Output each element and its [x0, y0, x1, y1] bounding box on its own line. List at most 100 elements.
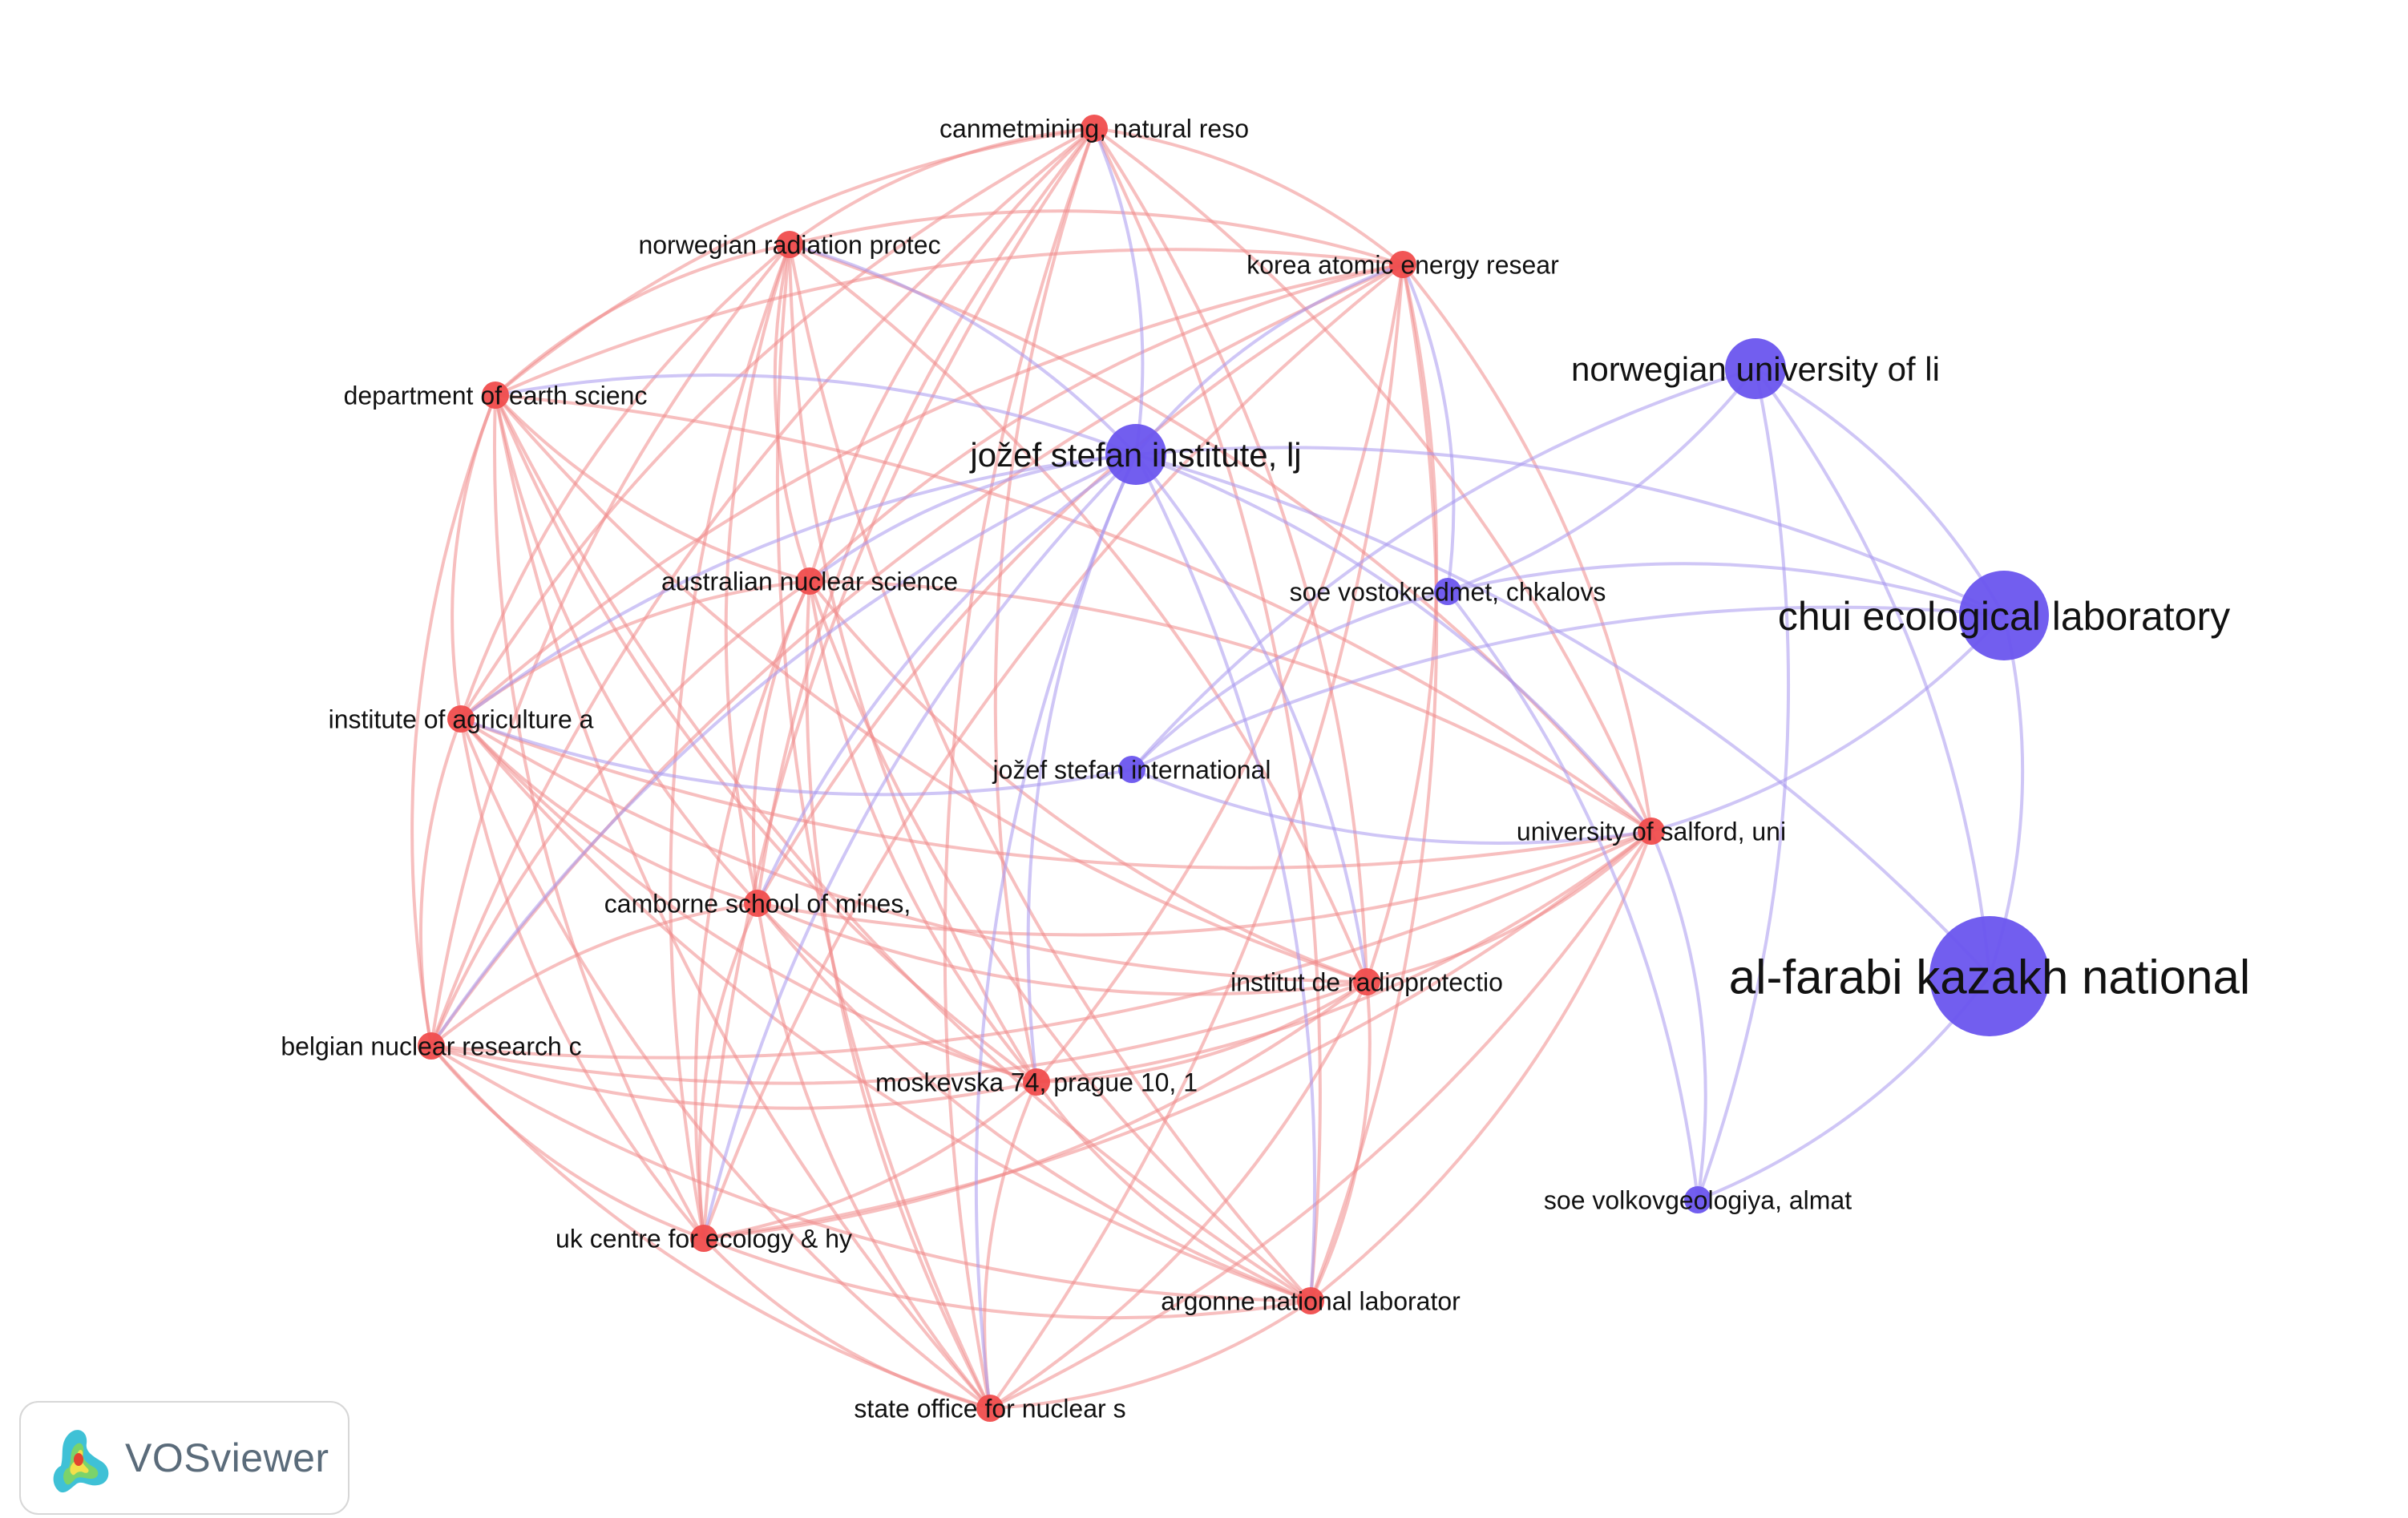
link-119 [1131, 768, 1652, 845]
link-94 [495, 373, 1137, 456]
link-104 [430, 453, 1137, 1048]
node-ukceh[interactable] [690, 1225, 717, 1252]
link-110 [1130, 367, 1756, 771]
link-4 [459, 127, 1095, 721]
link-11 [1093, 127, 1322, 1302]
link-100 [702, 453, 1137, 1239]
node-camborne[interactable] [744, 890, 771, 917]
link-6 [756, 127, 1096, 904]
node-label-chui: chui ecological laboratory [1778, 594, 2230, 639]
link-86 [1035, 1080, 1311, 1302]
node-label-ansto: australian nuclear science [661, 567, 958, 596]
node-chui[interactable] [1959, 571, 2049, 660]
node-label-dept: department of earth scienc [344, 382, 648, 410]
link-81 [430, 1044, 1037, 1110]
link-1 [1093, 127, 1404, 266]
vosviewer-logo-icon [53, 1430, 109, 1493]
link-108 [1754, 367, 1991, 977]
link-layer [410, 127, 2025, 1410]
node-dept[interactable] [482, 382, 509, 409]
link-96 [459, 453, 1137, 721]
link-22 [669, 244, 791, 1239]
link-70 [757, 902, 1368, 996]
link-75 [756, 902, 992, 1410]
node-inst_agri[interactable] [447, 705, 475, 733]
link-64 [1366, 830, 1653, 983]
link-65 [430, 830, 1652, 1060]
link-43 [492, 394, 705, 1239]
link-23 [788, 244, 1312, 1302]
link-66 [1036, 830, 1653, 1084]
link-0 [788, 127, 1095, 246]
link-111 [1696, 368, 1791, 1201]
link-120 [460, 717, 1133, 797]
link-60 [459, 718, 705, 1240]
node-label-nmbu: norwegian university of li [1571, 350, 1940, 388]
link-73 [697, 902, 759, 1239]
link-29 [756, 263, 1404, 904]
node-label-irsn: institut de radioprotectio [1230, 968, 1503, 997]
link-77 [1036, 980, 1368, 1084]
link-41 [410, 394, 497, 1047]
node-moskevska[interactable] [1023, 1068, 1050, 1096]
link-50 [430, 579, 811, 1047]
link-24 [775, 244, 992, 1409]
node-norad[interactable] [776, 231, 803, 258]
link-19 [788, 243, 1368, 983]
link-103 [1135, 453, 1653, 833]
node-jsi[interactable] [1105, 424, 1166, 485]
link-115 [1131, 605, 2005, 771]
link-9 [993, 127, 1096, 1083]
node-sujb[interactable] [976, 1395, 1004, 1422]
link-68 [1309, 830, 1653, 1302]
node-soevost[interactable] [1434, 578, 1461, 605]
link-42 [494, 394, 1038, 1084]
link-16 [459, 243, 791, 720]
node-jsint[interactable] [1118, 756, 1145, 783]
link-113 [1447, 562, 2005, 617]
node-nmbu[interactable] [1725, 338, 1786, 399]
link-15 [773, 244, 811, 582]
link-109 [1447, 367, 1757, 593]
node-alfarabi[interactable] [1929, 916, 2050, 1036]
link-78 [703, 980, 1368, 1240]
link-49 [808, 579, 1368, 983]
node-label-alfarabi: al-farabi kazakh national [1729, 951, 2250, 1004]
node-label-jsint: jožef stefan international [992, 756, 1271, 785]
link-37 [450, 394, 497, 720]
node-label-belgian: belgian nuclear research c [281, 1032, 581, 1061]
link-76 [430, 980, 1368, 1085]
link-80 [988, 981, 1368, 1410]
node-label-inst_agri: institute of agriculture a [329, 705, 594, 734]
link-13 [789, 209, 1404, 266]
link-47 [809, 579, 1653, 833]
link-69 [989, 830, 1653, 1410]
link-72 [756, 902, 1037, 1084]
node-label-sujb: state office for nuclear s [854, 1395, 1125, 1423]
node-label-moskevska: moskevska 74, prague 10, 1 [875, 1068, 1198, 1097]
node-belgian[interactable] [418, 1032, 445, 1060]
link-30 [1365, 264, 1439, 983]
link-20 [430, 243, 791, 1047]
node-ansto[interactable] [796, 567, 823, 595]
link-36 [494, 394, 810, 583]
link-90 [989, 1299, 1312, 1410]
node-salford[interactable] [1638, 818, 1665, 845]
node-argonne[interactable] [1297, 1287, 1324, 1314]
node-label-norad: norwegian radiation protec [638, 231, 940, 260]
node-irsn[interactable] [1353, 968, 1380, 995]
link-21 [788, 244, 1038, 1084]
link-53 [808, 580, 1312, 1302]
link-51 [808, 580, 1038, 1084]
link-25 [495, 248, 1404, 397]
vosviewer-logo-text: VOSviewer [125, 1435, 329, 1480]
node-label-salford: university of salford, uni [1517, 818, 1786, 846]
node-canmet[interactable] [1081, 115, 1108, 142]
node-soevolk[interactable] [1684, 1186, 1711, 1213]
link-14 [494, 243, 790, 397]
node-korea[interactable] [1389, 251, 1416, 278]
link-71 [430, 902, 758, 1048]
node-label-soevolk: soe volkovgeologiya, almat [1544, 1186, 1852, 1215]
